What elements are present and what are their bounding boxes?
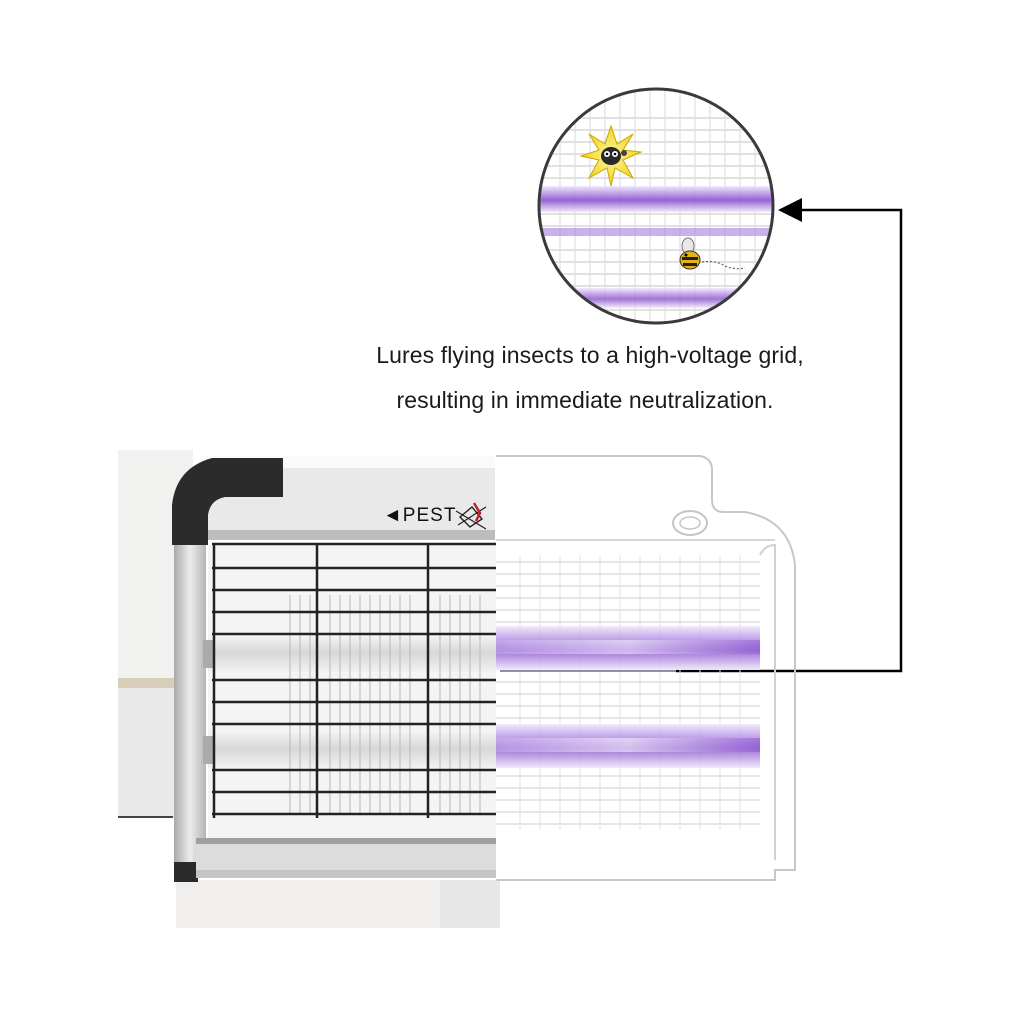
bug-zapper-device bbox=[172, 456, 496, 882]
zoom-uv-tube-top bbox=[539, 186, 773, 212]
zoom-callout bbox=[537, 87, 775, 325]
tube-lower bbox=[208, 730, 496, 768]
caption-line-1: Lures flying insects to a high-voltage g… bbox=[376, 342, 804, 368]
brand-label: ◄PEST bbox=[383, 505, 457, 526]
caption-line-2: resulting in immediate neutralization. bbox=[396, 387, 774, 413]
tube-upper bbox=[208, 634, 496, 672]
bee-icon bbox=[679, 237, 746, 270]
power-switch bbox=[672, 510, 708, 536]
mosquito-logo-icon bbox=[455, 502, 487, 530]
outer-grid bbox=[212, 542, 496, 818]
left-frame bbox=[174, 545, 206, 865]
device-cutaway-view bbox=[496, 455, 796, 881]
callout-arrow-icon bbox=[676, 198, 903, 673]
zapped-insect-icon bbox=[579, 124, 643, 187]
corner-bracket bbox=[172, 458, 283, 545]
zoom-uv-tube-bottom bbox=[539, 288, 773, 308]
